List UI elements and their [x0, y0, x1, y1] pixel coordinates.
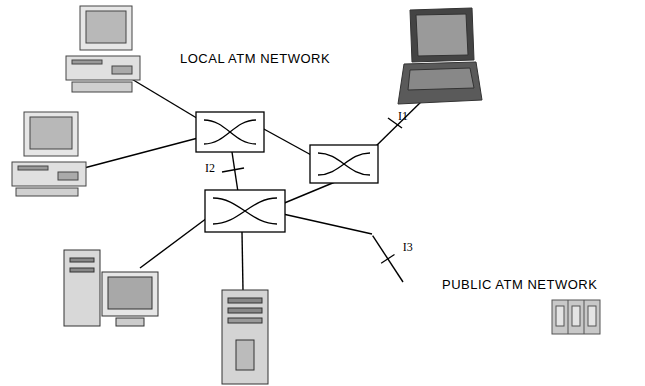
network-name: PUBLIC ATM NETWORK: [442, 278, 597, 291]
interface-label: I3: [402, 241, 414, 253]
network-region: LOCAL ATM NETWORK: [148, 44, 412, 264]
interface-label: I2: [204, 162, 216, 174]
link-cable: [373, 236, 403, 282]
server-tower: [222, 290, 268, 384]
interface-label: I1: [397, 110, 409, 122]
desktop-computer: [12, 112, 86, 196]
ellipse-outline: [149, 82, 411, 262]
interface-tick: [381, 254, 394, 263]
desktop-computer: [66, 6, 140, 92]
ellipse-outline: [386, 258, 640, 354]
ellipse-shape: [384, 256, 642, 356]
tower-workstation: [64, 250, 158, 326]
network-name: LOCAL ATM NETWORK: [180, 52, 330, 65]
ellipse-shape: [148, 44, 412, 264]
network-region: PUBLIC ATM NETWORK: [384, 256, 642, 356]
laptop-computer: [398, 8, 482, 104]
public-switch-cabinet: [552, 300, 600, 334]
atm-switches: [196, 112, 378, 232]
cables: [84, 78, 425, 290]
